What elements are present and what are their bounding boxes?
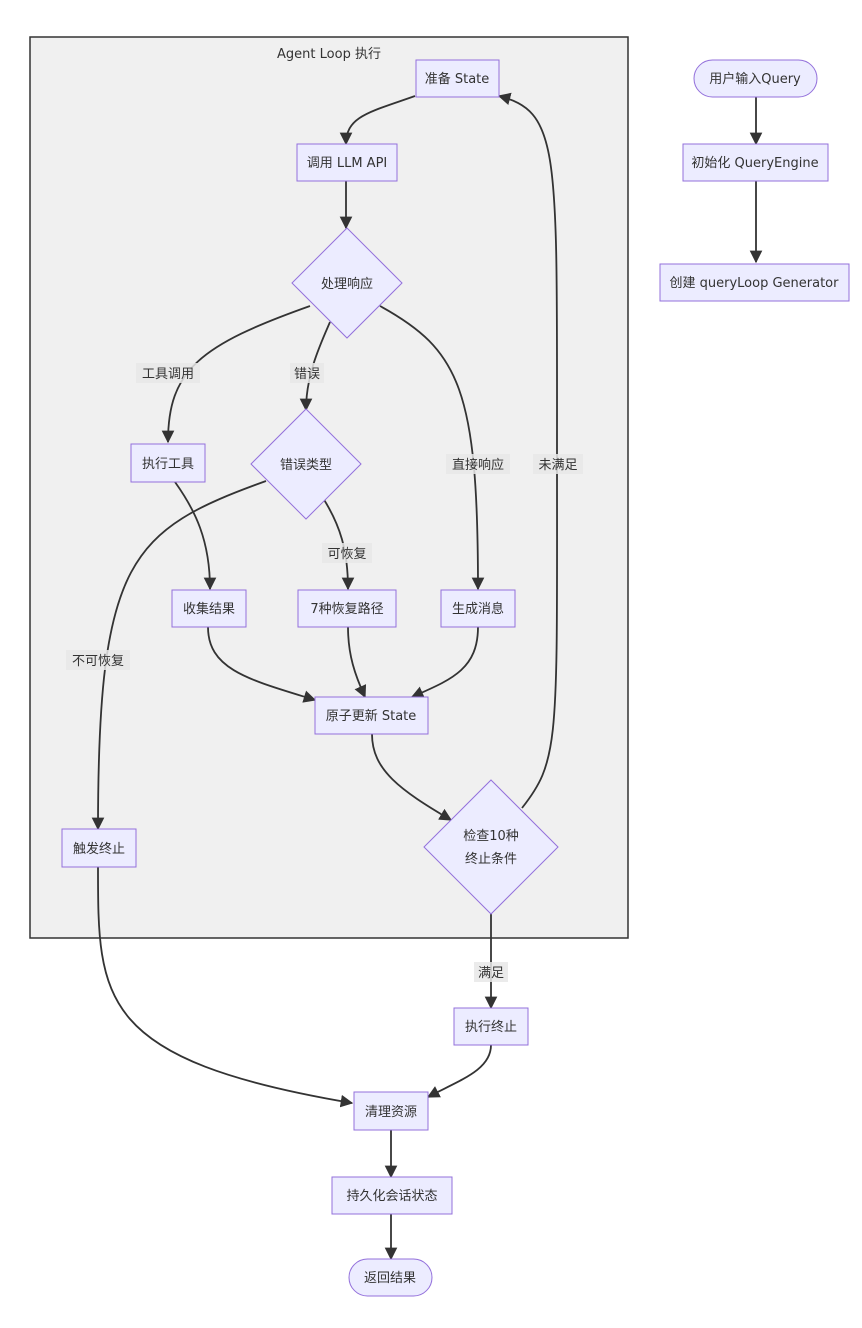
node-cleanup[interactable]: 清理资源 [353,1091,429,1131]
svg-text:返回结果: 返回结果 [364,1271,416,1286]
edge-genmsg-to-atomic [410,626,479,699]
node-exec-tool[interactable]: 执行工具 [130,443,206,483]
edge-errortype-to-trigger [91,480,267,831]
svg-text:准备 State: 准备 State [425,71,490,87]
svg-text:处理响应: 处理响应 [321,276,373,292]
svg-text:满足: 满足 [478,966,504,981]
node-atomic-update[interactable]: 原子更新 State [314,696,429,735]
svg-text:7种恢复路径: 7种恢复路径 [310,601,383,617]
svg-text:错误类型: 错误类型 [280,458,332,473]
edge-labels: 工具调用 错误 直接响应 未满足 可恢复 不可恢复 满足 [66,363,583,982]
edge-response-to-errortype [299,321,331,412]
edge-tool-to-collect [174,481,217,591]
node-recovery-paths[interactable]: 7种恢复路径 [297,589,397,628]
edge-response-to-tool [161,305,311,444]
svg-text:生成消息: 生成消息 [452,601,504,617]
svg-text:检查10种: 检查10种 [463,829,519,844]
svg-text:触发终止: 触发终止 [73,841,125,857]
svg-text:初始化 QueryEngine: 初始化 QueryEngine [691,156,818,171]
edge-label-unrecoverable: 不可恢复 [66,650,130,670]
edge-label-met: 满足 [474,962,508,982]
svg-text:错误: 错误 [294,367,320,382]
edge-execstop-to-cleanup [426,1044,492,1098]
node-init-engine[interactable]: 初始化 QueryEngine [682,143,829,182]
svg-text:终止条件: 终止条件 [465,851,517,867]
svg-text:工具调用: 工具调用 [142,367,194,382]
edge-label-error: 错误 [290,363,324,383]
node-create-generator[interactable]: 创建 queryLoop Generator [659,263,850,302]
edge-label-tool-call: 工具调用 [136,363,200,383]
edge-label-direct: 直接响应 [446,454,510,474]
edge-label-recoverable: 可恢复 [322,543,372,563]
edge-collect-to-atomic [207,626,317,703]
svg-text:收集结果: 收集结果 [183,601,235,617]
edge-label-not-met: 未满足 [533,454,583,474]
node-user-input[interactable]: 用户输入Query [693,59,818,98]
cluster-title: Agent Loop 执行 [277,47,381,62]
edge-check-to-prepare [497,92,558,809]
svg-text:不可恢复: 不可恢复 [72,654,124,669]
edge-prepare-to-llm [339,95,416,146]
svg-text:清理资源: 清理资源 [365,1105,417,1120]
svg-text:创建 queryLoop Generator: 创建 queryLoop Generator [670,276,840,291]
svg-text:执行工具: 执行工具 [142,457,194,472]
node-check-conditions[interactable]: 检查10种 终止条件 [423,779,559,915]
edges [91,92,763,1261]
svg-text:调用 LLM API: 调用 LLM API [307,156,388,171]
node-return-result[interactable]: 返回结果 [348,1258,433,1297]
edge-response-to-genmsg [379,305,485,591]
svg-text:用户输入Query: 用户输入Query [709,71,801,87]
node-call-llm[interactable]: 调用 LLM API [296,143,398,182]
node-collect-result[interactable]: 收集结果 [171,589,247,628]
svg-text:直接响应: 直接响应 [452,457,504,473]
node-persist[interactable]: 持久化会话状态 [331,1176,453,1215]
node-trigger-stop[interactable]: 触发终止 [61,828,137,868]
svg-text:可恢复: 可恢复 [327,547,366,562]
node-error-type[interactable]: 错误类型 [250,408,362,520]
edge-errortype-to-recovery [322,497,355,591]
svg-text:未满足: 未满足 [538,458,577,473]
node-handle-response[interactable]: 处理响应 [291,227,403,339]
svg-text:持久化会话状态: 持久化会话状态 [346,1189,437,1204]
edge-atomic-to-check [371,733,453,821]
node-prepare-state[interactable]: 准备 State [415,59,500,98]
node-gen-message[interactable]: 生成消息 [440,589,516,628]
edge-trigger-to-cleanup [97,866,354,1108]
node-exec-stop[interactable]: 执行终止 [453,1007,529,1046]
nodes: 用户输入Query 初始化 QueryEngine 创建 queryLoop G… [61,59,850,1297]
edge-recovery-to-atomic [347,626,367,699]
svg-text:原子更新 State: 原子更新 State [326,708,417,724]
svg-text:执行终止: 执行终止 [465,1019,517,1035]
